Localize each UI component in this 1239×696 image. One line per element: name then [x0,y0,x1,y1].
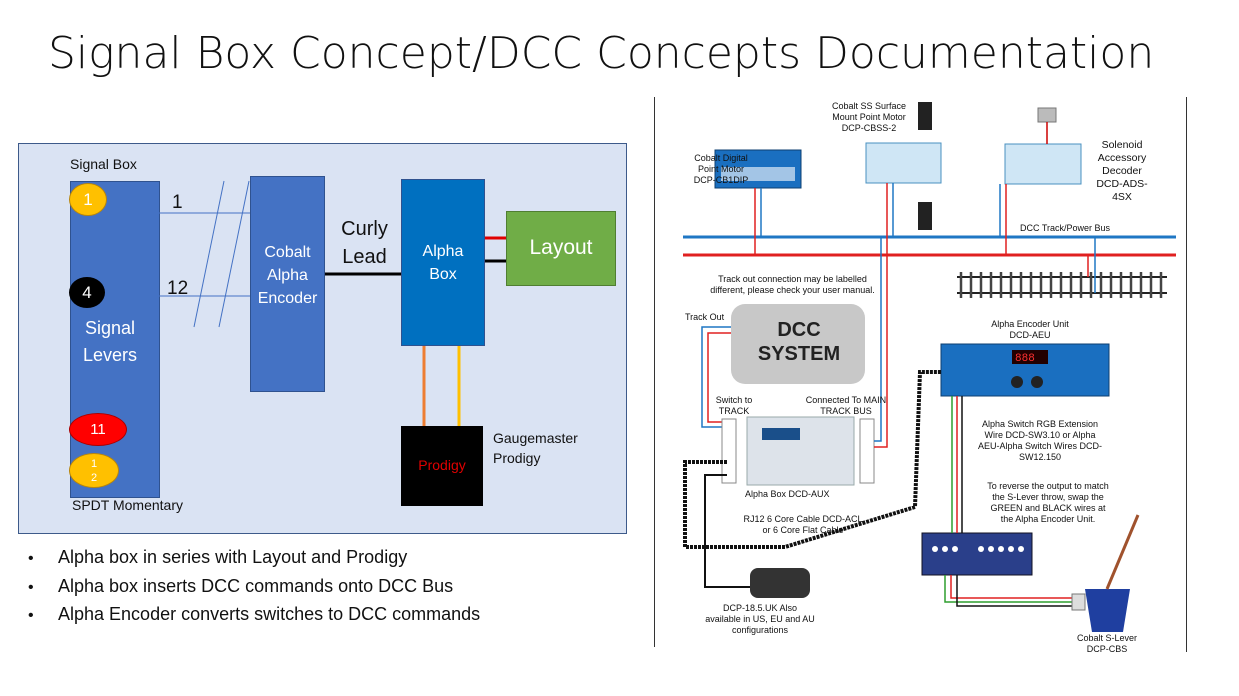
dcc-system-label: DCC SYSTEM [757,319,841,365]
bullet-item: Alpha box inserts DCC commands onto DCC … [28,573,480,602]
left-wires [158,180,506,426]
lever-4: 4 [69,277,105,308]
layout-label: Layout [529,236,593,259]
cb1dip-label: Cobalt Digital Point Motor DCP-CB1DIP [693,153,749,185]
track-out-label: Track Out [685,312,725,322]
page-title: Signal Box Concept/DCC Concepts Document… [48,28,1155,79]
switch-to-track-label: Switch to TRACK [715,395,753,416]
lever-1: 1 [69,183,107,216]
lever-11: 11 [69,413,127,446]
curly-lead-label: Curly Lead [341,218,388,268]
lever-12-top: 1 [90,457,98,470]
connected-to-label: Connected To MAIN TRACK BUS [805,395,887,416]
track-out-note: Track out connection may be labelled dif… [710,274,875,295]
psu-label: DCP-18.5.UK Also available in US, EU and… [705,603,815,635]
bullet-item: Alpha Encoder converts switches to DCC c… [28,601,480,630]
alpha-box-label: Alpha Box [422,243,464,283]
signal-box: 1 4 Signal Levers 11 1 2 [69,181,160,498]
spdt-label: SPDT Momentary [72,497,183,513]
aeu-label: Alpha Encoder Unit DCD-AEU [991,319,1069,340]
rgb-wire-label: Alpha Switch RGB Extension Wire DCD-SW3.… [977,419,1103,462]
lever-12-bottom: 2 [90,471,98,484]
reverse-note: To reverse the output to match the S-Lev… [987,481,1109,524]
wiring-diagram: 888 [683,102,1176,632]
cobalt-alpha-encoder: Cobalt Alpha Encoder [250,176,325,392]
wire-label-12: 12 [167,278,189,299]
rj12-label: RJ12 6 Core Cable DCD-ACL or 6 Core Flat… [743,514,863,535]
layout-box: Layout [506,211,616,286]
solenoid-label: Solenoid Accessory Decoder DCD-ADS-4SX [1096,139,1148,203]
signal-levers-label: Signal Levers [82,318,138,365]
alpha-box: Alpha Box [401,179,485,346]
lever-12: 1 2 [69,453,119,488]
divider-right [1186,97,1187,652]
bullet-list: Alpha box in series with Layout and Prod… [28,544,480,630]
prodigy-box: Prodigy [401,426,483,506]
dcc-bus-label: DCC Track/Power Bus [1020,223,1111,233]
wire-label-1: 1 [172,192,183,213]
signal-box-diagram: Signal Box 1 4 Signal Levers 11 1 2 SPDT… [18,143,627,534]
signal-box-label: Signal Box [70,156,137,172]
encoder-label: Cobalt Alpha Encoder [257,244,318,307]
bullet-item: Alpha box in series with Layout and Prod… [28,544,480,573]
svg-text:888: 888 [1015,353,1035,365]
slever-label: Cobalt S-Lever DCP-CBS [1076,633,1138,654]
cbss-label: Cobalt SS Surface Mount Point Motor DCP-… [831,101,907,133]
prodigy-label: Prodigy [418,457,466,473]
gaugemaster-label: Gaugemaster Prodigy [493,430,578,466]
alpha-box-aux-label: Alpha Box DCD-AUX [745,489,830,499]
divider-left [654,97,655,647]
